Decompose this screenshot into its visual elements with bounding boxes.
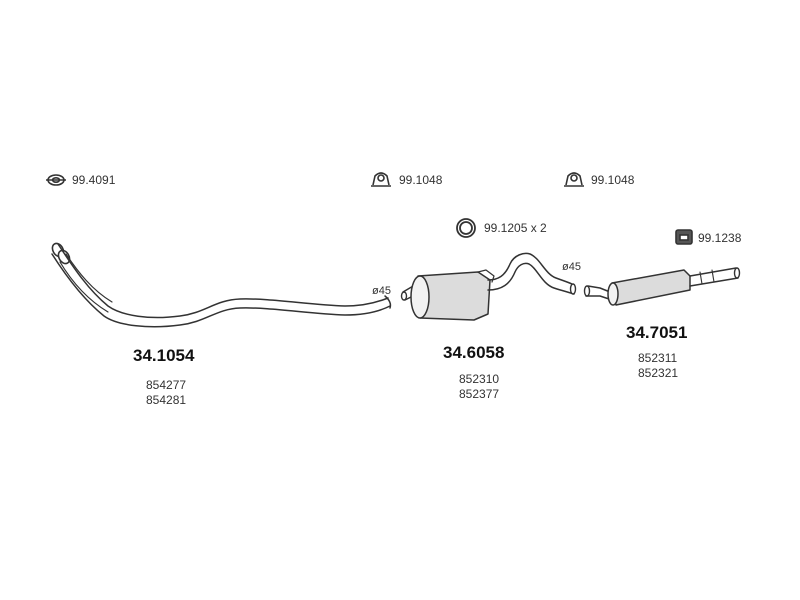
middle-silencer-drawing: [400, 252, 577, 321]
gasket-label: 99.4091: [72, 173, 116, 187]
rear-silencer-oem-2: 852321: [638, 366, 679, 380]
front-pipe-diameter: ø45: [372, 285, 391, 297]
clamp-label-2: 99.1048: [591, 173, 635, 187]
front-pipe-part-number: 34.1054: [133, 346, 195, 365]
clamp-label-1: 99.1048: [399, 173, 443, 187]
ring-icon: [456, 218, 476, 238]
middle-silencer-oem-1: 852310: [459, 372, 500, 386]
rear-silencer-part-number: 34.7051: [626, 323, 688, 342]
middle-silencer-diameter: ø45: [562, 261, 581, 273]
clamp-icon-2: [564, 172, 584, 187]
gasket-icon: [46, 174, 66, 186]
hanger-label: 99.1238: [698, 231, 742, 245]
middle-silencer-oem-2: 852377: [459, 387, 500, 401]
front-pipe-oem-1: 854277: [146, 378, 187, 392]
front-pipe-oem-2: 854281: [146, 393, 187, 407]
clamp-icon-1: [371, 172, 391, 187]
ring-label: 99.1205 x 2: [484, 221, 547, 235]
rear-silencer-drawing: [583, 267, 741, 306]
front-pipe-drawing: [51, 242, 392, 328]
middle-silencer-part-number: 34.6058: [443, 343, 505, 362]
hanger-icon: [675, 229, 693, 245]
rear-silencer-oem-1: 852311: [638, 351, 678, 365]
